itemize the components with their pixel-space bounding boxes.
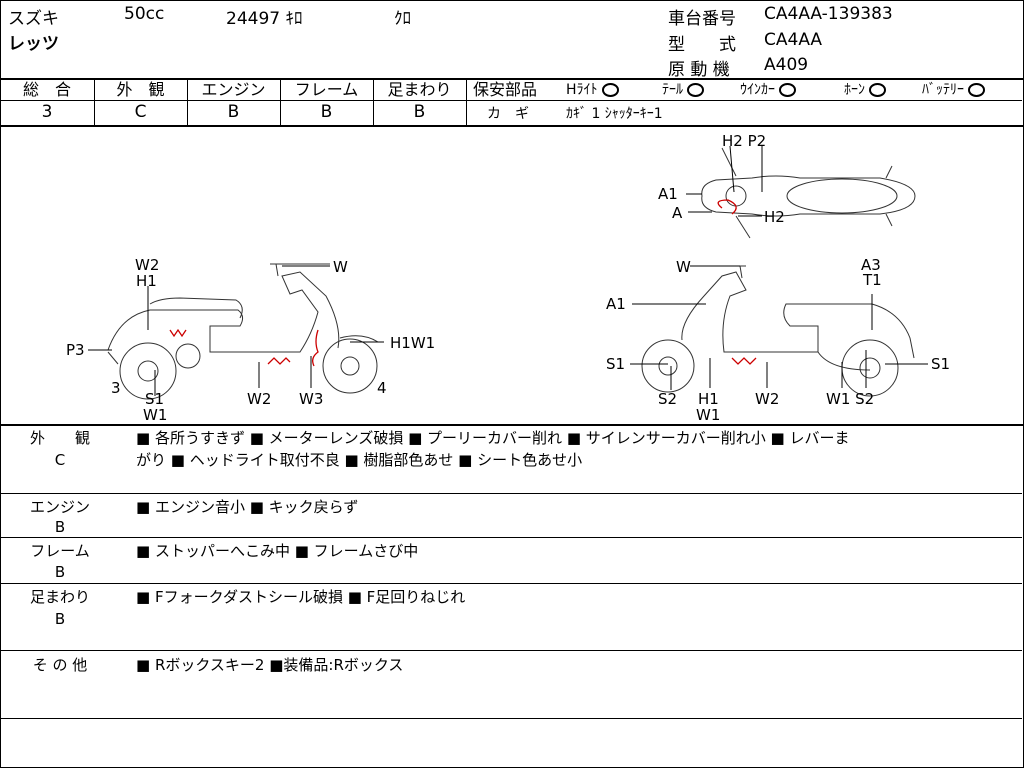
divider <box>0 493 1022 494</box>
grade-header-frame: フレーム <box>294 80 359 99</box>
label-right-s1: S1 <box>606 355 625 373</box>
remark-label-engine: エンジン <box>29 498 90 516</box>
label-right-a1: A1 <box>606 295 626 313</box>
leader-lines <box>88 145 928 396</box>
divider <box>467 100 1022 101</box>
grade-header-exterior: 外 観 <box>116 80 165 99</box>
label-left-w2: W2 <box>135 256 159 274</box>
label-right-s1b: S1 <box>931 355 950 373</box>
safety-label: 保安部品 <box>473 80 538 99</box>
label-left-3: 3 <box>111 379 121 397</box>
divider <box>0 537 1022 538</box>
type-value: CA4AA <box>764 30 823 50</box>
remark-text: ■ ストッパーへこみ中 ■ フレームさび中 <box>136 542 419 560</box>
divider <box>0 583 1022 584</box>
remark-label-exterior: 外 観 <box>29 429 90 447</box>
safety-item-tail: ﾃｰﾙ <box>662 80 704 100</box>
safety-item-headlight: Hﾗｲﾄ <box>566 80 619 100</box>
remark-grade-suspension: B <box>54 610 66 628</box>
divider <box>0 78 1024 80</box>
label-left-h1w1: H1W1 <box>390 334 435 352</box>
divider <box>373 79 374 125</box>
divider <box>0 100 467 101</box>
key-value: ｶｷﾞ 1 ｼｬｯﾀｰｷｰ1 <box>566 106 663 122</box>
color: ｸﾛ <box>394 9 411 29</box>
label-left-w1: W1 <box>143 406 167 424</box>
label-top-h2: H2 <box>764 208 785 226</box>
divider <box>280 79 281 125</box>
chassis-label: 車台番号 <box>668 9 736 29</box>
ok-mark-icon <box>687 83 704 97</box>
remark-text: ■ Fフォークダストシール破損 ■ F足回りねじれ <box>136 588 466 606</box>
safety-item-winker: ｳｲﾝｶｰ <box>740 80 796 100</box>
key-label: カ ギ <box>487 106 529 122</box>
grade-exterior: C <box>134 102 147 122</box>
label-left-w2b: W2 <box>247 390 271 408</box>
grade-overall: 3 <box>41 102 53 122</box>
grade-header-overall: 総 合 <box>22 80 71 99</box>
grade-suspension: B <box>413 102 426 122</box>
displacement: 50cc <box>124 4 165 24</box>
ok-mark-icon <box>968 83 985 97</box>
ok-mark-icon <box>601 83 619 97</box>
label-left-4: 4 <box>377 379 387 397</box>
divider <box>0 125 1024 127</box>
safety-item-horn: ﾎｰﾝ <box>844 80 886 100</box>
grade-header-engine: エンジン <box>201 80 266 99</box>
label-top-a: A <box>672 204 683 222</box>
divider <box>94 79 95 125</box>
chassis-value: CA4AA-139383 <box>764 4 893 24</box>
label-right-w1s2: W1 S2 <box>826 390 874 408</box>
label-left-w: W <box>333 258 348 276</box>
divider <box>0 650 1022 651</box>
remark-label-suspension: 足まわり <box>29 588 90 606</box>
remark-grade-engine: B <box>54 518 66 536</box>
label-left-p3: P3 <box>66 341 85 359</box>
remark-label-frame: フレーム <box>30 542 90 560</box>
label-right-t1: T1 <box>862 271 882 289</box>
remark-grade-frame: B <box>54 563 66 581</box>
grade-engine: B <box>227 102 240 122</box>
label-right-w1: W1 <box>696 406 720 424</box>
divider <box>187 79 188 125</box>
type-label: 型 式 <box>668 35 736 55</box>
remark-text: ■ 各所うすきず ■ メーターレンズ破損 ■ プーリーカバー削れ ■ サイレンサ… <box>136 429 850 447</box>
remark-label-other: そ の 他 <box>32 656 88 674</box>
label-right-w: W <box>676 258 691 276</box>
engine-label: 原 動 機 <box>668 60 730 80</box>
label-left-w3: W3 <box>299 390 323 408</box>
scooter-top-view <box>701 147 916 239</box>
label-top-h2p2: H2 P2 <box>722 132 766 150</box>
remark-text: ■ エンジン音小 ■ キック戻らず <box>136 498 359 516</box>
remark-text: がり ■ ヘッドライト取付不良 ■ 樹脂部色あせ ■ シート色あせ小 <box>136 451 583 469</box>
maker: スズキ <box>8 9 59 29</box>
divider <box>0 424 1024 426</box>
label-left-s1: S1 <box>145 390 164 408</box>
label-top-a1: A1 <box>658 185 678 203</box>
divider <box>0 718 1022 719</box>
grade-frame: B <box>320 102 333 122</box>
mileage: 24497 ｷﾛ <box>226 9 303 29</box>
remark-grade-exterior: C <box>54 451 66 469</box>
label-right-h1: H1 <box>698 390 719 408</box>
engine-value: A409 <box>764 55 809 75</box>
damage-marks <box>169 199 757 367</box>
divider <box>466 79 467 125</box>
grade-header-suspension: 足まわり <box>387 80 452 99</box>
remark-text: ■ Rボックスキー2 ■装備品:Rボックス <box>136 656 404 674</box>
label-right-a3: A3 <box>861 256 881 274</box>
label-right-s2: S2 <box>658 390 677 408</box>
label-left-h1: H1 <box>136 272 157 290</box>
scooter-left-view <box>107 263 379 400</box>
ok-mark-icon <box>869 83 886 97</box>
damage-diagram: H2 P2 A1 A H2 W2 H1 W P3 H1W1 3 S1 W1 W2… <box>66 132 950 424</box>
model-name: レッツ <box>8 34 59 54</box>
label-right-w2: W2 <box>755 390 779 408</box>
safety-item-battery: ﾊﾞｯﾃﾘｰ <box>922 80 985 100</box>
ok-mark-icon <box>779 83 796 97</box>
